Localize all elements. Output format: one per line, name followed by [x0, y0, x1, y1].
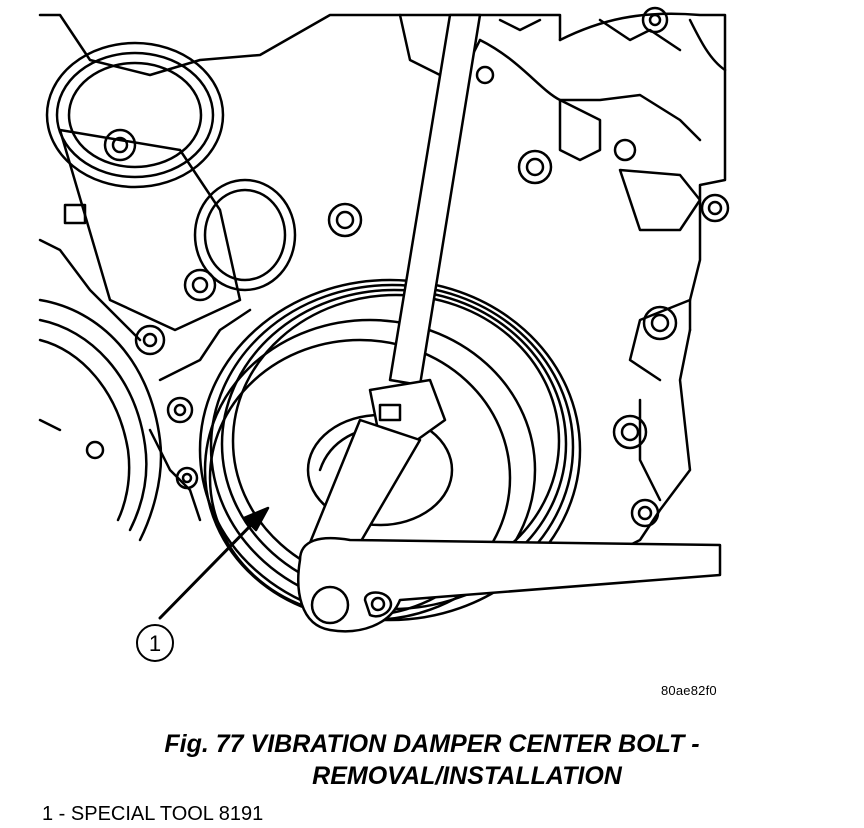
- ratchet-handle: [368, 13, 482, 447]
- legend-item: 1 - SPECIAL TOOL 8191: [42, 803, 264, 825]
- left-pulley: [38, 298, 163, 542]
- engine-illustration: [38, 6, 730, 662]
- special-tool: [297, 418, 722, 633]
- caption-line-1: Fig. 77 VIBRATION DAMPER CENTER BOLT -: [164, 730, 700, 758]
- callout-marker: [136, 624, 174, 662]
- callout-number: 1: [148, 631, 162, 656]
- caption-line-2: REMOVAL/INSTALLATION: [312, 762, 622, 790]
- callout-arrow: [158, 506, 270, 620]
- block-bolts: [166, 6, 730, 528]
- image-code: 80ae82f0: [661, 683, 717, 698]
- idler-pulleys: [45, 41, 297, 356]
- figure-caption: Fig. 77 VIBRATION DAMPER CENTER BOLT - R…: [0, 728, 864, 792]
